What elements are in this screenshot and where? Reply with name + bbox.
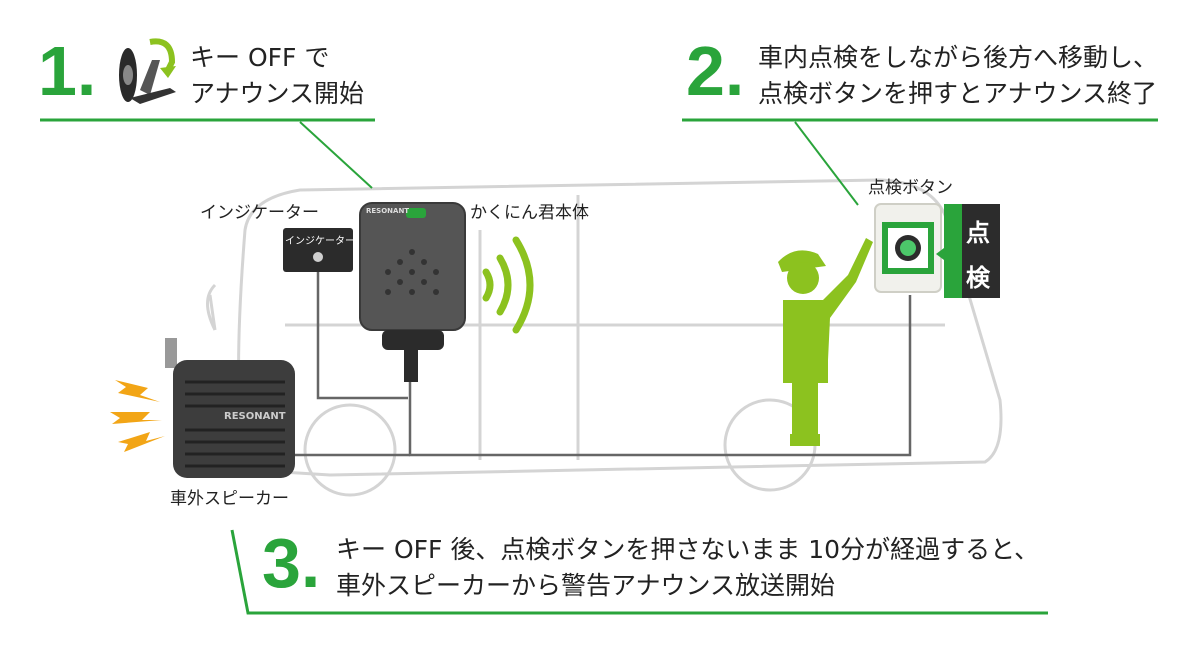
step2-text-line1: 車内点検をしながら後方へ移動し、: [758, 43, 1159, 72]
step3-number: 3.: [262, 524, 321, 602]
sign-char-2: 検: [966, 264, 990, 292]
step3-text-line2: 車外スピーカーから警告アナウンス放送開始: [336, 571, 836, 600]
inspect-button-device: [874, 203, 942, 293]
indicator-panel-text: インジケーター: [285, 236, 355, 247]
warning-burst-icon: [110, 380, 165, 452]
step2-number: 2.: [686, 32, 745, 110]
inspect-sign: [936, 204, 1000, 298]
main-unit-brand: RESONANT: [366, 207, 410, 215]
step1-text-line1: キー OFF で: [190, 43, 330, 72]
main-unit-device: [359, 202, 466, 382]
key-icon: [119, 38, 176, 104]
main-unit-label: かくにん君本体: [470, 203, 589, 223]
outdoor-speaker-label: 車外スピーカー: [170, 489, 289, 509]
indicator-label: インジケーター: [200, 203, 319, 223]
speaker-brand: RESONANT: [224, 411, 286, 422]
outdoor-speaker-device: [165, 338, 295, 478]
step1-number: 1.: [38, 32, 97, 110]
step3-underline: [230, 529, 1048, 615]
leader-line-step1: [299, 121, 373, 189]
inspector-figure: [778, 238, 873, 446]
inspect-button-label: 点検ボタン: [868, 178, 953, 198]
wiring: [295, 270, 912, 457]
sound-waves-icon: [482, 236, 534, 334]
leader-line-step2: [794, 121, 859, 206]
indicator-device: [283, 228, 353, 272]
step3-text-line1: キー OFF 後、点検ボタンを押さないまま 10分が経過すると、: [336, 535, 1040, 564]
step2-text-line2: 点検ボタンを押すとアナウンス終了: [758, 79, 1158, 108]
sign-char-1: 点: [966, 219, 990, 247]
step1-text-line2: アナウンス開始: [190, 79, 365, 108]
